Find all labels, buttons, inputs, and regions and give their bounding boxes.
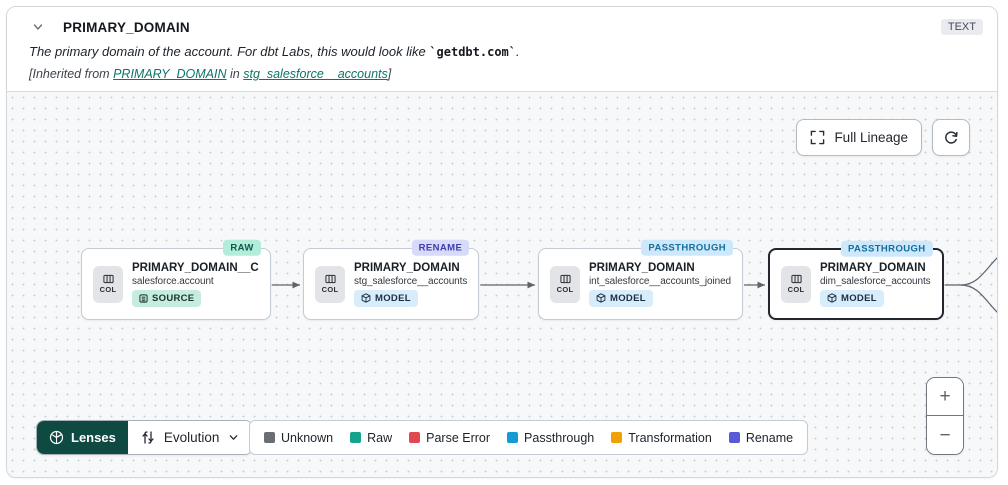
description-text: The primary domain of the account. For d…: [29, 44, 430, 59]
legend-swatch: [728, 432, 740, 443]
node-model-name: salesforce.account: [132, 275, 214, 287]
column-header: PRIMARY_DOMAIN TEXT The primary domain o…: [7, 7, 997, 91]
legend-item-parse-error: Parse Error: [409, 431, 490, 445]
lens-badge: RENAME: [411, 239, 470, 256]
lens-legend: Unknown Raw Parse Error Passthrough Tran…: [249, 420, 809, 455]
column-title: PRIMARY_DOMAIN: [63, 19, 190, 35]
node-column-name: PRIMARY_DOMAIN: [354, 261, 460, 274]
inherited-column-link[interactable]: PRIMARY_DOMAIN: [113, 67, 227, 81]
col-label: COL: [321, 285, 339, 294]
model-icon: [361, 293, 371, 303]
collapse-chevron-icon[interactable]: [29, 18, 47, 36]
legend-label: Unknown: [281, 430, 334, 445]
legend-swatch: [409, 432, 421, 443]
column-icon: COL: [550, 265, 580, 303]
lineage-node-intermediate[interactable]: PASSTHROUGH COL PRIMARY_DOMAIN int_sales…: [538, 239, 743, 320]
legend-label: Raw: [367, 430, 393, 445]
node-body: PRIMARY_DOMAIN int_salesforce__accounts_…: [589, 262, 731, 307]
legend-label: Rename: [745, 430, 794, 445]
col-label: COL: [99, 285, 117, 294]
zoom-in-button[interactable]: +: [927, 378, 963, 416]
legend-label: Passthrough: [524, 430, 595, 445]
inherited-model-link[interactable]: stg_salesforce__accounts: [243, 67, 388, 81]
edge-fan-up: [960, 257, 997, 286]
col-label: COL: [787, 285, 805, 294]
col-label: COL: [556, 285, 574, 294]
lens-badge: PASSTHROUGH: [840, 240, 933, 257]
expand-icon: [810, 130, 825, 145]
column-icon: COL: [93, 265, 123, 303]
legend-item-unknown: Unknown: [264, 431, 333, 445]
lineage-node-staging[interactable]: RENAME COL PRIMARY_DOMAIN stg_salesforce…: [303, 239, 480, 320]
source-icon: [139, 293, 148, 303]
lineage-node-source[interactable]: RAW COL PRIMARY_DOMAIN__C salesforce.acc…: [81, 239, 271, 320]
legend-swatch: [264, 432, 275, 443]
lens-badge: PASSTHROUGH: [641, 239, 733, 256]
zoom-out-button[interactable]: −: [927, 416, 963, 454]
minus-icon: −: [939, 424, 951, 446]
node-body: PRIMARY_DOMAIN stg_salesforce__accounts …: [354, 262, 467, 307]
node-column-name: PRIMARY_DOMAIN: [820, 261, 926, 274]
description-code: `getdbt.com`: [429, 45, 517, 59]
zoom-controls: + −: [926, 377, 964, 455]
column-header-row: PRIMARY_DOMAIN TEXT: [29, 18, 983, 36]
refresh-icon: [943, 130, 959, 146]
model-icon: [827, 293, 837, 303]
full-lineage-button[interactable]: Full Lineage: [796, 119, 922, 156]
refresh-button[interactable]: [932, 119, 970, 156]
node-body: PRIMARY_DOMAIN__C salesforce.account SOU…: [132, 262, 259, 307]
chevron-down-icon: [228, 432, 239, 443]
column-icon: COL: [315, 265, 345, 303]
selected-lens-label: Evolution: [163, 430, 220, 445]
description-period: .: [516, 44, 520, 59]
node-type-label: MODEL: [841, 292, 877, 304]
node-type-label: SOURCE: [152, 292, 195, 304]
full-lineage-label: Full Lineage: [834, 130, 908, 145]
node-column-name: PRIMARY_DOMAIN: [589, 261, 695, 274]
plus-icon: +: [939, 386, 951, 407]
column-description: The primary domain of the account. For d…: [29, 44, 983, 59]
node-type-label: MODEL: [375, 292, 411, 304]
column-icon: COL: [781, 265, 811, 303]
lenses-button[interactable]: Lenses: [37, 421, 128, 454]
lens-selector: Lenses Evolution: [36, 420, 254, 455]
canvas-controls: Full Lineage: [796, 119, 970, 156]
node-type-badge: MODEL: [589, 289, 653, 307]
lineage-node-dim-selected[interactable]: PASSTHROUGH COL PRIMARY_DOMAIN dim_sales…: [768, 240, 944, 320]
edge-fan-down: [960, 284, 997, 313]
inherited-note: [Inherited from PRIMARY_DOMAIN in stg_sa…: [29, 67, 983, 81]
legend-item-passthrough: Passthrough: [507, 431, 594, 445]
column-lineage-panel: PRIMARY_DOMAIN TEXT The primary domain o…: [6, 6, 998, 478]
inherited-prefix: [Inherited from: [29, 67, 114, 81]
column-type-badge: TEXT: [940, 19, 983, 35]
inherited-mid: in: [226, 67, 244, 81]
node-column-name: PRIMARY_DOMAIN__C: [132, 261, 259, 274]
node-type-label: MODEL: [610, 292, 646, 304]
node-model-name: dim_salesforce_accounts: [820, 275, 931, 287]
legend-label: Transformation: [628, 430, 712, 445]
legend-swatch: [611, 432, 623, 443]
node-type-badge: MODEL: [354, 289, 418, 307]
legend-swatch: [350, 432, 362, 443]
node-type-badge: MODEL: [820, 289, 884, 307]
lenses-label: Lenses: [71, 430, 116, 445]
model-icon: [596, 293, 606, 303]
node-model-name: stg_salesforce__accounts: [354, 275, 468, 287]
node-body: PRIMARY_DOMAIN dim_salesforce_accounts M…: [820, 262, 931, 307]
inherited-suffix: ]: [387, 67, 392, 81]
evolution-icon: [141, 430, 155, 445]
legend-swatch: [507, 432, 519, 443]
legend-item-transformation: Transformation: [611, 431, 712, 445]
lens-badge: RAW: [223, 239, 261, 256]
lenses-icon: [49, 430, 64, 445]
lineage-canvas[interactable]: Full Lineage RAW COL PRIMARY_DOMAIN__C s…: [7, 91, 997, 477]
legend-item-raw: Raw: [350, 431, 392, 445]
node-type-badge: SOURCE: [132, 289, 202, 307]
lens-dropdown[interactable]: Evolution: [127, 421, 253, 454]
node-model-name: int_salesforce__accounts_joined: [589, 275, 731, 287]
legend-label: Parse Error: [426, 430, 491, 445]
legend-item-rename: Rename: [728, 430, 794, 445]
